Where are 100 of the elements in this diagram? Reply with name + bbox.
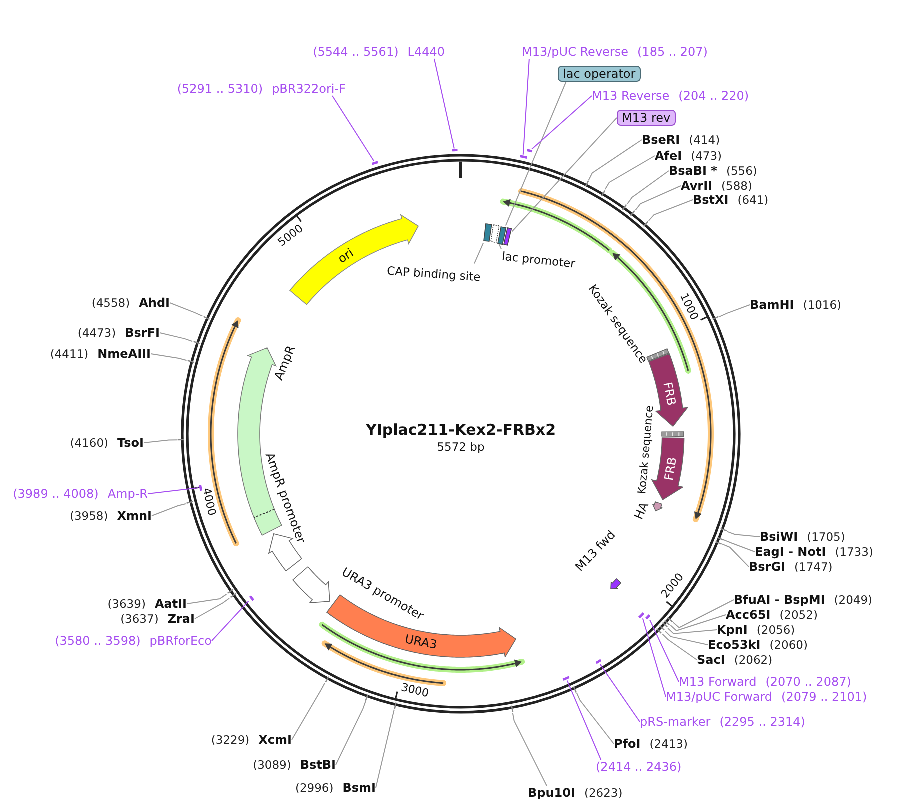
leader-line xyxy=(588,140,642,181)
leader-line xyxy=(292,682,326,740)
cut-site-icon xyxy=(573,686,578,694)
leader-line xyxy=(566,680,602,760)
cut-position: (641) xyxy=(738,193,769,207)
primer-name: M13 Forward xyxy=(679,675,757,689)
cut-position: (1733) xyxy=(835,545,874,559)
enzyme-name: BsrGI xyxy=(749,560,786,574)
enzyme-name: Acc65I xyxy=(726,608,771,622)
leader-line xyxy=(664,630,708,646)
enzyme-name: EagI - NotI xyxy=(755,545,826,559)
cut-site-icon xyxy=(584,180,590,188)
primer-range: (3989 .. 4008) xyxy=(13,487,99,501)
feature-label: HA xyxy=(632,500,652,522)
primer-name: M13/pUC Forward xyxy=(666,690,773,704)
leader-line xyxy=(434,58,455,150)
primer-range: (5544 .. 5561) xyxy=(313,45,399,59)
cut-position: (2062) xyxy=(734,653,773,667)
enzyme-name: BstXI xyxy=(693,193,729,207)
cut-site-icon xyxy=(186,501,194,505)
cut-position: (3637) xyxy=(120,612,159,626)
primer-name: pBRforEco xyxy=(150,634,212,648)
enzyme-name: ZraI xyxy=(168,612,195,626)
enzyme-name: NmeAIII xyxy=(98,347,151,361)
leader-line xyxy=(604,156,656,190)
feature-label: CAP binding site xyxy=(386,264,482,284)
cut-site-icon xyxy=(622,204,628,211)
feature-block-icon xyxy=(502,227,512,247)
map-title: YIplac211-Kex2-FRBx2 xyxy=(366,421,556,439)
leader-line xyxy=(336,700,366,766)
primer-name: L4440 xyxy=(408,45,445,59)
cut-site-icon xyxy=(656,628,663,634)
leader-line xyxy=(724,540,756,552)
leader-line xyxy=(726,531,760,538)
primer-mark-icon xyxy=(518,154,528,159)
cut-site-icon xyxy=(716,536,724,541)
primer-name: pBR322ori-F xyxy=(272,82,346,96)
leader-line xyxy=(532,96,592,150)
cut-position: (4411) xyxy=(50,347,89,361)
cut-site-icon xyxy=(720,528,728,532)
cut-site-icon xyxy=(666,616,674,623)
enzyme-name: XcmI xyxy=(258,733,292,747)
leader-line xyxy=(576,692,614,744)
enzyme-name: AhdI xyxy=(139,296,170,310)
leader-line xyxy=(212,600,250,642)
primer-range: (2070 .. 2087) xyxy=(766,675,852,689)
cut-position: (1705) xyxy=(807,530,846,544)
cut-position: (4160) xyxy=(70,436,109,450)
enzyme-name: BsrFI xyxy=(125,326,160,340)
primer-mark-icon xyxy=(371,161,380,166)
leader-line xyxy=(160,332,194,342)
cut-position: (556) xyxy=(726,164,758,178)
enzyme-name: BamHI xyxy=(750,298,794,312)
feature-label: URA3 xyxy=(403,632,438,652)
primer-range: (3580 .. 3598) xyxy=(55,634,141,648)
cut-site-icon xyxy=(662,622,668,629)
cut-position: (3639) xyxy=(108,597,146,611)
primer-range: (2295 .. 2314) xyxy=(720,715,806,729)
feature-block-icon xyxy=(496,226,507,246)
feature-tag: lac operator xyxy=(558,66,641,82)
enzyme-name: AfeI xyxy=(655,149,682,163)
leader-line xyxy=(170,302,204,317)
leader-line xyxy=(670,614,726,632)
cut-position: (2049) xyxy=(834,593,873,607)
primer-name: M13/pUC Reverse xyxy=(522,45,628,59)
feature-label: ori xyxy=(334,246,356,266)
enzyme-name: BseRI xyxy=(642,133,680,147)
enzyme-name: TsoI xyxy=(118,436,144,450)
enzyme-name: AvrII xyxy=(681,179,713,193)
cut-position: (4558) xyxy=(92,296,130,310)
leader-line xyxy=(186,594,228,604)
leader-line xyxy=(722,544,750,568)
leader-line xyxy=(512,712,548,786)
leader-line xyxy=(648,200,694,222)
cut-site-icon xyxy=(510,705,514,714)
primer-range: (2414 .. 2436) xyxy=(596,760,682,774)
cut-site-icon xyxy=(186,360,195,364)
primer-name: pRS-marker xyxy=(640,715,711,729)
leader-line xyxy=(512,118,618,232)
leader-line xyxy=(719,304,750,318)
enzyme-name: KpnI xyxy=(717,623,748,637)
feature-block-icon xyxy=(490,224,500,244)
primer-name: M13 Reverse xyxy=(592,89,670,103)
leader-line xyxy=(635,186,682,211)
cut-site-icon xyxy=(643,220,649,228)
primer-mark-icon xyxy=(594,658,602,664)
cut-site-icon xyxy=(202,316,210,320)
cut-position: (3089) xyxy=(253,758,292,772)
cut-position: (588) xyxy=(722,179,752,193)
primer-mark-icon xyxy=(638,612,646,619)
cut-site-icon xyxy=(226,589,234,595)
cut-site-icon xyxy=(630,210,636,217)
leader-line xyxy=(152,504,186,516)
enzyme-name: AatII xyxy=(154,597,187,611)
primer-mark-icon xyxy=(645,614,652,620)
tick-label: 4000 xyxy=(199,487,219,518)
enzyme-name: PfoI xyxy=(614,737,641,751)
leader-line xyxy=(600,664,640,722)
cut-site-icon xyxy=(712,316,720,321)
feature-block-icon xyxy=(482,223,493,244)
